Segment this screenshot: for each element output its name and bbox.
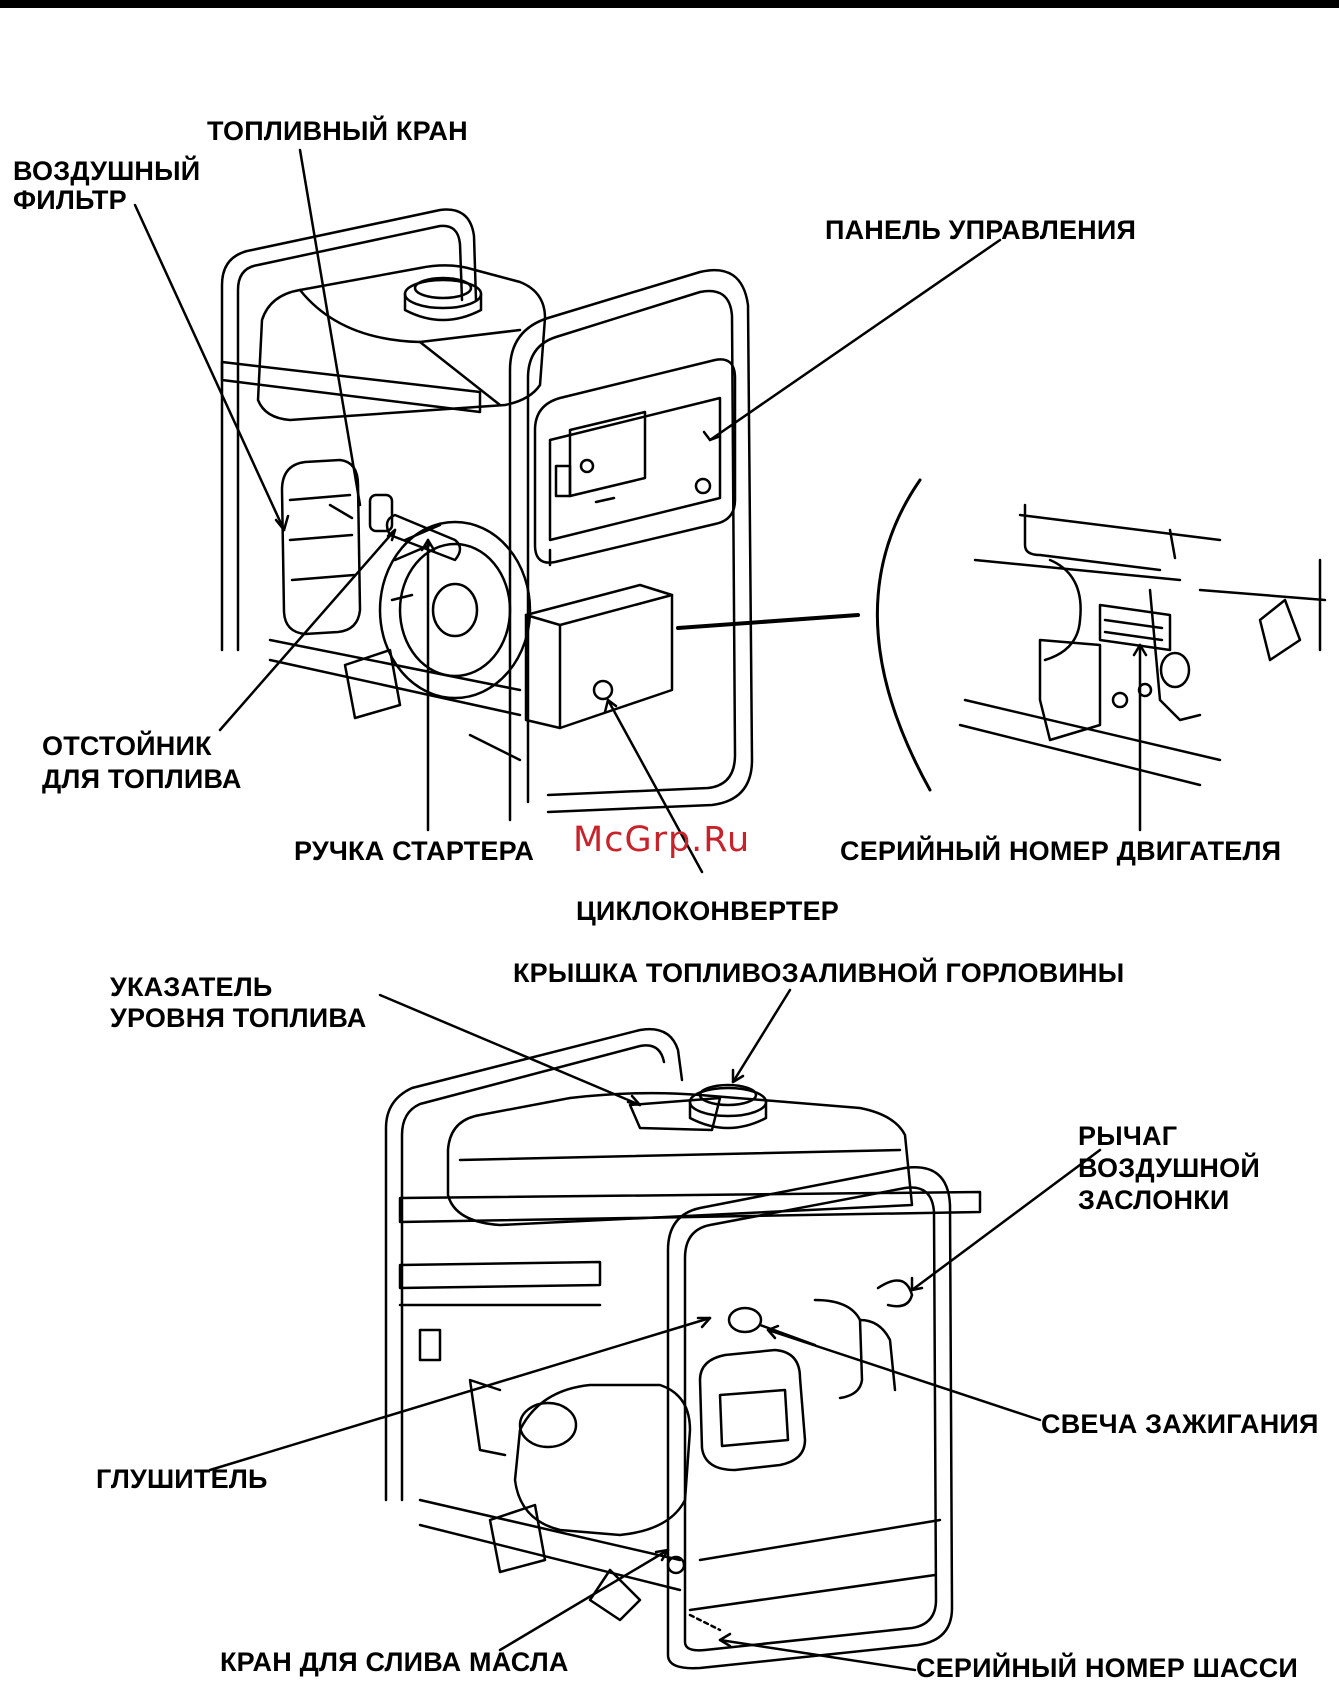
label-choke-lever-line3: ЗАСЛОНКИ [1078, 1184, 1260, 1216]
label-frame-serial: СЕРИЙНЫЙ НОМЕР ШАССИ [916, 1653, 1298, 1684]
engine-serial-detail [960, 505, 1325, 785]
label-engine-serial: СЕРИЙНЫЙ НОМЕР ДВИГАТЕЛЯ [840, 836, 1281, 867]
label-choke-lever: РЫЧАГ ВОЗДУШНОЙ ЗАСЛОНКИ [1078, 1120, 1260, 1216]
label-sediment-cup-line1: ОТСТОЙНИК [42, 730, 242, 763]
label-cycloconverter: ЦИКЛОКОНВЕРТЕР [576, 896, 839, 927]
label-air-filter-line2: ФИЛЬТР [13, 186, 200, 215]
generator-top-illustration [222, 210, 752, 820]
label-muffler: ГЛУШИТЕЛЬ [96, 1464, 268, 1495]
generator-bottom-illustration [386, 1029, 980, 1668]
label-fuel-valve: ТОПЛИВНЫЙ КРАН [207, 116, 468, 147]
label-control-panel: ПАНЕЛЬ УПРАВЛЕНИЯ [825, 215, 1136, 246]
label-sediment-cup: ОТСТОЙНИК ДЛЯ ТОПЛИВА [42, 730, 242, 796]
detail-circle-arc [877, 480, 930, 790]
label-fuel-gauge-line1: УКАЗАТЕЛЬ [110, 972, 366, 1003]
label-choke-lever-line2: ВОЗДУШНОЙ [1078, 1152, 1260, 1184]
label-air-filter: ВОЗДУШНЫЙ ФИЛЬТР [13, 157, 200, 215]
label-starter-grip: РУЧКА СТАРТЕРА [294, 836, 534, 867]
label-fuel-gauge-line2: УРОВНЯ ТОПЛИВА [110, 1003, 366, 1034]
label-fuel-cap: КРЫШКА ТОПЛИВОЗАЛИВНОЙ ГОРЛОВИНЫ [513, 958, 1124, 989]
label-air-filter-line1: ВОЗДУШНЫЙ [13, 157, 200, 186]
detail-connector [678, 615, 858, 628]
watermark: McGrp.Ru [573, 820, 750, 860]
label-fuel-gauge: УКАЗАТЕЛЬ УРОВНЯ ТОПЛИВА [110, 972, 366, 1034]
label-spark-plug: СВЕЧА ЗАЖИГАНИЯ [1041, 1409, 1319, 1440]
label-choke-lever-line1: РЫЧАГ [1078, 1120, 1260, 1152]
label-sediment-cup-line2: ДЛЯ ТОПЛИВА [42, 763, 242, 796]
label-oil-drain: КРАН ДЛЯ СЛИВА МАСЛА [220, 1647, 569, 1678]
